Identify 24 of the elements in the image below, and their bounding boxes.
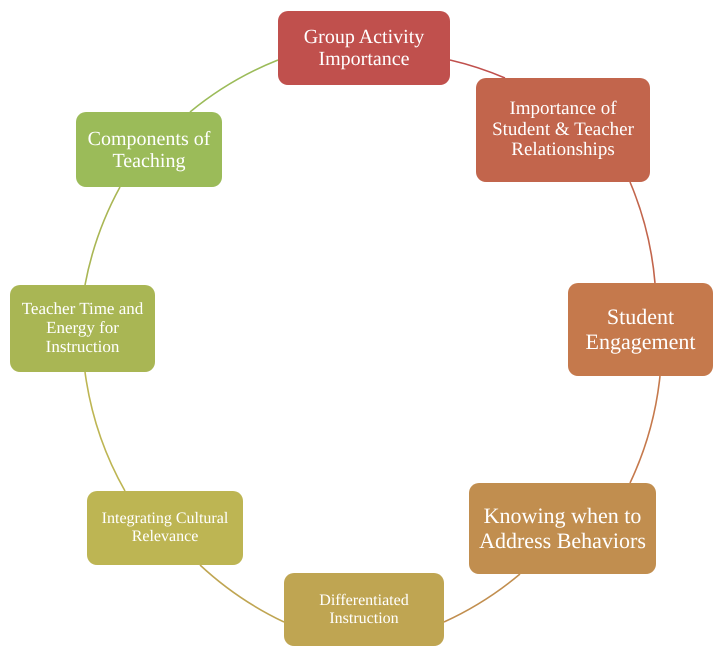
process-box (87, 491, 243, 565)
process-box (76, 112, 222, 187)
process-box (10, 285, 155, 372)
connector-line (629, 182, 656, 284)
node-label: Teacher Time and Energy for Instruction (20, 300, 144, 357)
connector-line (629, 376, 661, 484)
process-box (278, 11, 450, 85)
connector-line (84, 186, 121, 286)
node-label: Integrating Cultural Relevance (100, 510, 230, 546)
connector-line (190, 59, 278, 113)
connector-line (450, 59, 506, 79)
node-label: Group Activity Importance (302, 26, 426, 70)
node-label: Differentiated Instruction (318, 592, 410, 628)
process-box (284, 573, 444, 646)
process-box (476, 78, 650, 182)
process-box (469, 483, 656, 574)
node-label: Importance of Student & Teacher Relationships (491, 98, 635, 162)
connector-line (84, 372, 126, 492)
connector-line (199, 564, 284, 623)
node-label: Knowing when to Address Behaviors (478, 504, 647, 553)
connector-line (444, 573, 520, 623)
node-label: Student Engagement (584, 305, 696, 354)
node-label: Components of Teaching (86, 128, 212, 172)
process-box (568, 283, 713, 376)
